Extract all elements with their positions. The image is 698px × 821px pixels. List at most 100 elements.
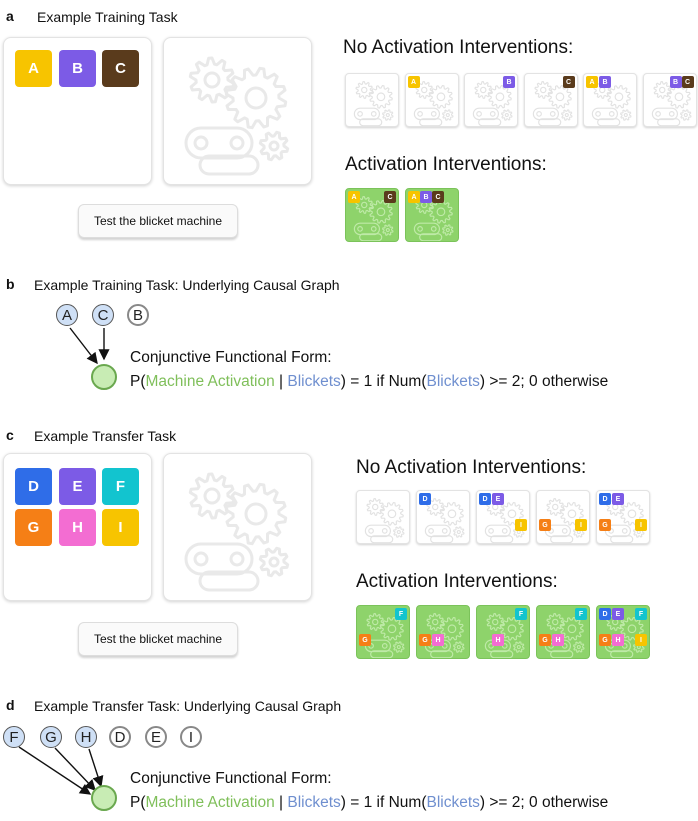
mini-block-c: C	[432, 191, 444, 203]
no-activation-heading-c: No Activation Interventions:	[356, 457, 587, 478]
mini-block-a: A	[408, 191, 420, 203]
mini-block-g: G	[359, 634, 371, 646]
mini-block-g: G	[599, 634, 611, 646]
mini-block-c: C	[681, 76, 694, 88]
mini-block-i: I	[575, 519, 587, 531]
panel-c-letter: c	[6, 427, 14, 443]
formula-end: ) >= 2; 0 otherwise	[479, 373, 609, 390]
mini-block-a: A	[586, 76, 598, 88]
blickets-term-2: Blickets	[426, 794, 480, 811]
mini-block-f: F	[635, 608, 647, 620]
machine-gear-icon	[184, 472, 290, 592]
test-machine-button-c[interactable]: Test the blicket machine	[78, 622, 238, 656]
mini-block-e: E	[492, 493, 504, 505]
no-activation-heading-a: No Activation Interventions:	[343, 37, 574, 58]
mini-block-a: A	[348, 191, 360, 203]
no-activation-thumbnail: A	[404, 73, 459, 127]
node-c: C	[92, 304, 114, 326]
machine-gear-icon	[424, 498, 465, 543]
causal-edges-b	[69, 327, 110, 365]
formula-d: P(Machine Activation | Blickets) = 1 if …	[130, 794, 608, 812]
machine-activation-term: Machine Activation	[145, 373, 275, 390]
causal-edges-d	[18, 746, 104, 795]
machine-gear-icon	[413, 81, 454, 126]
mini-block-f: F	[515, 608, 527, 620]
formula-p-open: P(	[130, 794, 146, 811]
edge-g-to-activation	[54, 747, 96, 792]
machine-gear-icon	[651, 81, 692, 126]
edge-f-to-activation	[18, 746, 92, 795]
panel-d-title: Example Transfer Task: Underlying Causal…	[34, 698, 342, 714]
mini-block-h: H	[552, 634, 564, 646]
no-activation-thumbnail: B	[464, 73, 518, 127]
mini-block-b: B	[503, 76, 515, 88]
activation-node-b	[91, 364, 117, 390]
panel-b-title: Example Training Task: Underlying Causal…	[34, 277, 340, 293]
machine-gear-icon	[353, 196, 394, 241]
blickets-term: Blickets	[287, 373, 341, 390]
node-g: G	[40, 726, 62, 748]
mini-block-e: E	[612, 493, 624, 505]
blickets-term-2: Blickets	[426, 373, 480, 390]
node-i: I	[180, 726, 202, 748]
block-i[interactable]: I	[102, 509, 139, 546]
no-activation-thumbnail	[356, 490, 410, 544]
mini-block-d: D	[599, 608, 611, 620]
panel-a-letter: a	[6, 8, 14, 24]
formula-bar: |	[274, 794, 288, 811]
machine-gear-icon	[532, 81, 573, 126]
mini-block-g: G	[419, 634, 431, 646]
mini-block-d: D	[419, 493, 431, 505]
block-f[interactable]: F	[102, 468, 139, 505]
no-activation-thumbnail	[345, 73, 399, 127]
panel-a-title: Example Training Task	[37, 9, 178, 25]
blickets-term: Blickets	[287, 794, 341, 811]
mini-block-c: C	[562, 76, 575, 88]
formula-title-b: Conjunctive Functional Form:	[130, 349, 332, 366]
mini-block-b: B	[420, 191, 432, 203]
block-tray-c: D E F G H I	[3, 453, 152, 601]
machine-gear-icon	[591, 81, 632, 126]
mini-block-f: F	[575, 608, 587, 620]
mini-block-b: B	[599, 76, 611, 88]
mini-block-h: H	[612, 634, 624, 646]
mini-block-a: A	[407, 76, 420, 88]
block-h[interactable]: H	[59, 509, 96, 546]
block-b[interactable]: B	[59, 50, 96, 87]
panel-b-letter: b	[6, 276, 15, 292]
no-activation-thumbnail: C	[523, 73, 578, 127]
mini-block-g: G	[539, 634, 551, 646]
machine-gear-icon	[184, 56, 290, 176]
block-c[interactable]: C	[102, 50, 139, 87]
machine-gear-icon	[424, 613, 465, 658]
activation-heading-c: Activation Interventions:	[356, 571, 558, 592]
test-machine-button-a[interactable]: Test the blicket machine	[78, 204, 238, 238]
formula-bar: |	[274, 373, 288, 390]
mini-block-d: D	[599, 493, 611, 505]
formula-mid: ) = 1 if Num(	[340, 794, 427, 811]
block-e[interactable]: E	[59, 468, 96, 505]
machine-gear-icon	[353, 81, 394, 126]
node-e: E	[145, 726, 167, 748]
formula-b: P(Machine Activation | Blickets) = 1 if …	[130, 373, 608, 391]
mini-block-c: C	[384, 191, 396, 203]
block-g[interactable]: G	[15, 509, 52, 546]
formula-p-open: P(	[130, 373, 146, 390]
mini-block-d: D	[479, 493, 491, 505]
block-a[interactable]: A	[15, 50, 52, 87]
mini-block-g: G	[599, 519, 611, 531]
mini-block-i: I	[635, 519, 647, 531]
block-d[interactable]: D	[15, 468, 52, 505]
node-a: A	[56, 304, 78, 326]
node-d: D	[109, 726, 131, 748]
machine-activation-term: Machine Activation	[145, 794, 275, 811]
mini-block-i: I	[635, 634, 647, 646]
mini-block-g: G	[539, 519, 551, 531]
